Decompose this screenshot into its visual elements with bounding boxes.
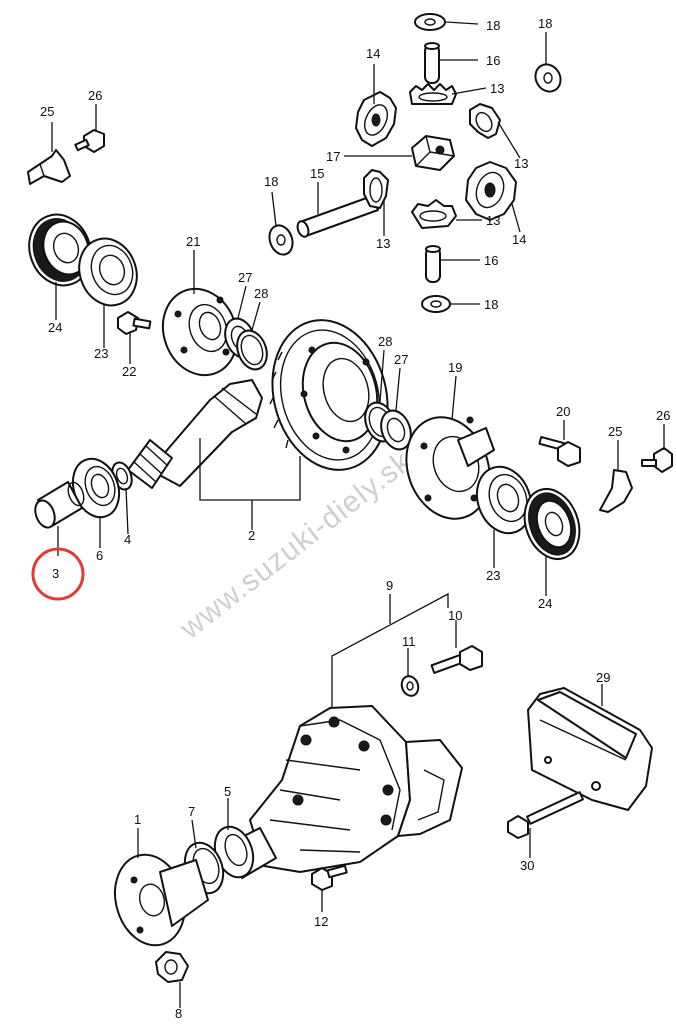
callout-10: 10	[448, 608, 462, 623]
callout-20: 20	[556, 404, 570, 419]
callout-27-left: 27	[238, 270, 252, 285]
callout-18-lower: 18	[484, 297, 498, 312]
callout-9: 9	[386, 578, 393, 593]
callout-6: 6	[96, 548, 103, 563]
callout-4: 4	[124, 532, 131, 547]
part-24-bearing-left[interactable]	[19, 206, 100, 294]
callout-14-upper: 14	[366, 46, 380, 61]
part-30-bolt[interactable]	[507, 791, 584, 839]
part-9-differential-housing[interactable]	[223, 705, 463, 879]
part-26-bolt-left[interactable]	[74, 129, 105, 153]
callout-19: 19	[448, 360, 462, 375]
callout-13-lower: 13	[486, 213, 500, 228]
part-16-pin-top[interactable]	[424, 42, 440, 84]
part-23-bearing-race-right[interactable]	[468, 459, 540, 541]
callout-29: 29	[596, 670, 610, 685]
callout-24-right: 24	[538, 596, 552, 611]
part-18-washer-left[interactable]	[266, 222, 297, 258]
callout-13-top: 13	[490, 81, 504, 96]
callout-28-left: 28	[254, 286, 268, 301]
part-24-bearing-right[interactable]	[515, 481, 588, 566]
part-5-bearing[interactable]	[208, 821, 260, 882]
part-18-washer-top[interactable]	[414, 13, 446, 31]
callout-26-right: 26	[656, 408, 670, 423]
part-18-washer-lower[interactable]	[421, 295, 451, 313]
callout-3: 3	[52, 566, 59, 581]
part-13-pinion-gear-lower[interactable]	[411, 199, 457, 229]
callout-12: 12	[314, 914, 328, 929]
part-18-washer-right[interactable]	[531, 60, 566, 96]
callout-13-right: 13	[514, 156, 528, 171]
leader-lines	[51, 21, 665, 1008]
part-1-companion-flange[interactable]	[105, 847, 209, 953]
callout-25-right: 25	[608, 424, 622, 439]
callout-23-left: 23	[94, 346, 108, 361]
part-13-pinion-gear-left[interactable]	[363, 169, 389, 209]
callout-28-right: 28	[378, 334, 392, 349]
part-16-pin-lower[interactable]	[425, 245, 441, 283]
callout-21: 21	[186, 234, 200, 249]
highlight-circle	[31, 547, 85, 601]
callout-15: 15	[310, 166, 324, 181]
callout-18-right: 18	[538, 16, 552, 31]
callout-22: 22	[122, 364, 136, 379]
part-27-shim-right[interactable]	[376, 406, 416, 453]
callout-16-lower: 16	[484, 253, 498, 268]
callout-8: 8	[175, 1006, 182, 1021]
callout-16-top: 16	[486, 53, 500, 68]
callout-14-lower: 14	[512, 232, 526, 247]
part-25-bracket-right[interactable]	[599, 469, 633, 513]
callout-5: 5	[224, 784, 231, 799]
part-25-bracket-left[interactable]	[27, 149, 71, 185]
part-23-bearing-race-left[interactable]	[70, 230, 146, 313]
part-10-bolt[interactable]	[430, 645, 483, 674]
part-3-spacer[interactable]	[32, 480, 87, 530]
callout-24-left: 24	[48, 320, 62, 335]
part-13-pinion-gear-top[interactable]	[409, 83, 457, 105]
callout-23-right: 23	[486, 568, 500, 583]
callout-11: 11	[402, 634, 416, 649]
callout-18-top: 18	[486, 18, 500, 33]
callout-7: 7	[188, 804, 195, 819]
part-11-washer[interactable]	[399, 674, 421, 698]
callout-18-left: 18	[264, 174, 278, 189]
callout-13-left: 13	[376, 236, 390, 251]
part-12-bolt[interactable]	[311, 864, 348, 891]
watermark-text: www.suzuki-diely.sk	[173, 445, 418, 646]
callout-27-right: 27	[394, 352, 408, 367]
callout-25-left: 25	[40, 104, 54, 119]
part-2-ring-gear[interactable]	[256, 307, 404, 483]
callout-17: 17	[326, 149, 340, 164]
part-29-cover[interactable]	[527, 687, 653, 811]
part-22-bolt[interactable]	[117, 311, 152, 335]
part-2-drive-pinion[interactable]	[127, 379, 263, 489]
part-28-oring-left[interactable]	[232, 326, 272, 373]
part-20-bolt[interactable]	[538, 435, 581, 467]
part-14-side-gear-upper[interactable]	[355, 91, 397, 147]
part-8-nut[interactable]	[155, 951, 189, 983]
part-17-pinion-shaft-block[interactable]	[411, 135, 455, 171]
callout-26-left: 26	[88, 88, 102, 103]
callout-30: 30	[520, 858, 534, 873]
part-13-pinion-gear-right[interactable]	[469, 103, 501, 139]
part-14-side-gear-lower[interactable]	[465, 161, 517, 221]
part-15-pinion-shaft[interactable]	[296, 195, 379, 238]
part-19-bearing-carrier-right[interactable]	[393, 405, 504, 530]
callout-2: 2	[248, 528, 255, 543]
part-26-bolt-right[interactable]	[641, 447, 673, 473]
callout-1: 1	[134, 812, 141, 827]
